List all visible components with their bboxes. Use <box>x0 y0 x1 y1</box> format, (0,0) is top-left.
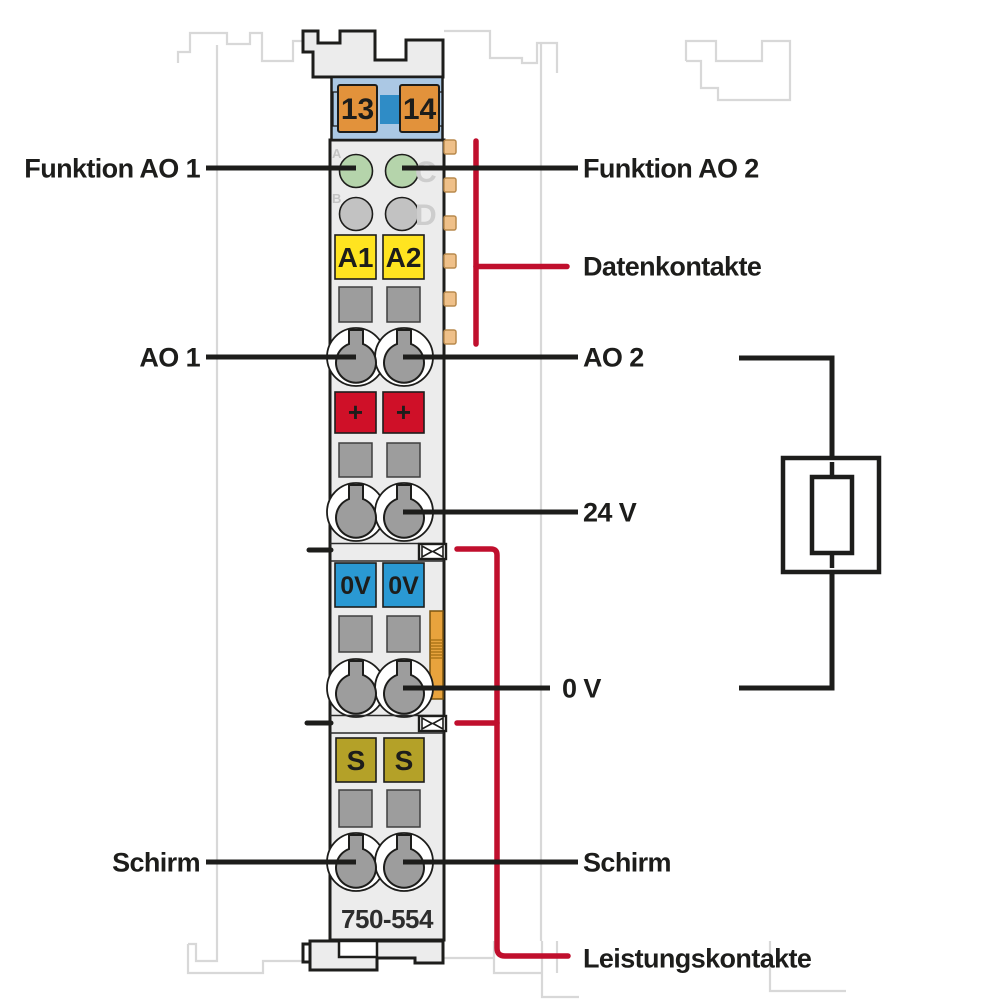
load-circuit <box>739 355 882 691</box>
marker-0v2-block <box>382 562 425 608</box>
label-schirm-right: Schirm <box>583 848 671 878</box>
led-d-letter: D <box>415 199 437 232</box>
marker-s2-block <box>383 737 425 783</box>
marker-a1-label: A1 <box>338 242 374 273</box>
power-jumper-bowtie <box>431 544 444 559</box>
marker-s1-label: S <box>347 745 366 776</box>
push-button <box>338 286 373 323</box>
module-bottom-foot-notch <box>337 939 379 959</box>
marker-0v1-block <box>334 562 377 608</box>
marker-a1-block <box>334 234 377 280</box>
marker-plus1-block <box>334 391 377 434</box>
data-contact-icon <box>443 329 457 345</box>
module-bottom-foot-hook <box>301 942 310 964</box>
power-jumper-contact-bottom <box>417 714 448 733</box>
marker-0v1-label: 0V <box>340 572 371 600</box>
marker-s1-block <box>335 737 377 783</box>
load-wire-top <box>739 355 835 458</box>
push-button <box>338 615 373 653</box>
marker-plus2-block <box>382 391 425 434</box>
annotation-wires <box>206 165 578 865</box>
module-top-mounting-bracket <box>301 29 445 79</box>
far-right-bottom-bracket <box>768 941 846 993</box>
load-wire-bottom <box>739 572 835 691</box>
label-datenkontakte: Datenkontakte <box>583 252 762 282</box>
power-contacts-red-line <box>454 546 571 959</box>
led-c-letter: C <box>415 156 437 189</box>
push-button <box>386 789 421 828</box>
right-neighbor-foot-a <box>444 941 496 960</box>
label-funktion-ao1: Funktion AO 1 <box>24 154 200 184</box>
marker-0v2-label: 0V <box>388 572 419 600</box>
status-leds: A B C D <box>332 146 437 232</box>
marker-a2-label: A2 <box>386 242 422 273</box>
power-jumper-bowtie <box>421 716 434 731</box>
label-leistungskontakte: Leistungskontakte <box>583 944 812 974</box>
push-button <box>386 442 421 478</box>
power-jumper-contact-top <box>417 542 448 561</box>
led-b-indicator <box>338 196 374 232</box>
label-0v: 0 V <box>562 674 601 704</box>
marker-a2-block <box>382 234 425 280</box>
data-contact-icon <box>443 139 457 155</box>
power-jumper-bowtie <box>431 716 444 731</box>
module-number: 750-554 <box>341 904 434 934</box>
data-contact-icon <box>443 291 457 307</box>
header-center-contact <box>380 95 400 124</box>
data-contact-icon <box>443 215 457 231</box>
led-a-indicator <box>338 153 374 189</box>
label-ao2: AO 2 <box>583 343 644 373</box>
power-contact-blade <box>429 610 444 700</box>
right-neighbor-top-bracket <box>444 29 559 73</box>
marker-s2-label: S <box>395 745 414 776</box>
neighbor-module-outlines <box>176 29 846 999</box>
label-24v: 24 V <box>583 498 637 528</box>
right-neighbor-foot-b <box>492 958 542 975</box>
led-c-indicator <box>384 153 420 189</box>
marker-plus1-label: + <box>348 397 363 427</box>
led-b-letter: B <box>332 191 341 206</box>
left-neighbor-foot-step <box>188 941 219 963</box>
bus-contact-14-label: 14 <box>403 93 437 126</box>
label-ao1: AO 1 <box>139 343 200 373</box>
push-button <box>386 615 421 653</box>
data-contact-icon <box>443 177 457 193</box>
bus-contact-13-label: 13 <box>341 93 374 126</box>
power-jumper-bowtie <box>421 544 434 559</box>
left-neighbor-top-bracket <box>176 31 316 63</box>
callout-labels: Funktion AO 1 Funktion AO 2 Datenkontakt… <box>24 154 812 974</box>
marker-plus2-label: + <box>396 397 411 427</box>
push-button <box>386 286 421 323</box>
push-button <box>338 442 373 478</box>
push-button <box>338 789 373 828</box>
right-neighbor-foot-c <box>540 941 579 999</box>
bus-contact-14-block <box>399 84 440 133</box>
left-neighbor-foot <box>186 944 303 975</box>
clamp-screw <box>335 660 377 715</box>
led-d-indicator <box>384 196 420 232</box>
label-funktion-ao2: Funktion AO 2 <box>583 154 759 184</box>
clamp-screw <box>335 484 377 539</box>
label-schirm-left: Schirm <box>112 848 200 878</box>
far-right-top-bracket <box>684 39 792 102</box>
load-symbol-inner <box>809 474 855 556</box>
data-contact-icon <box>443 253 457 269</box>
clamp-row-0v <box>326 658 434 718</box>
data-contacts <box>443 139 457 345</box>
led-a-letter: A <box>332 146 342 161</box>
contact-highlight-lines <box>454 138 571 959</box>
bus-contact-13-block <box>337 84 378 133</box>
